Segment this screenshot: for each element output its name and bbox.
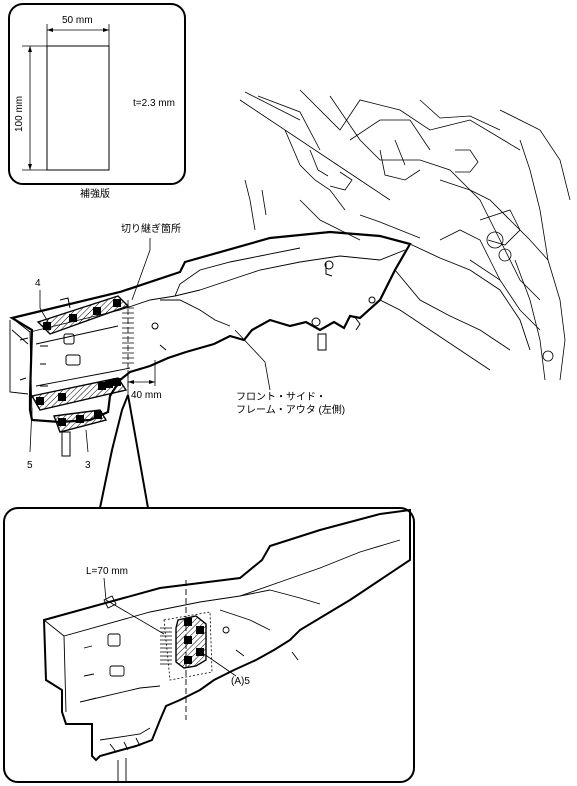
weld-spots: [36, 299, 121, 426]
engine-bay-background: [239, 89, 571, 381]
callout-5: 5: [27, 460, 33, 471]
part-name-line2: フレーム・アウタ (左側): [236, 405, 346, 416]
cut-location-label: 切り継ぎ箇所: [121, 224, 181, 235]
plate-thickness-label: t=2.3 mm: [133, 98, 175, 109]
magnify-connector: [99, 394, 149, 509]
plate-width-label: 50 mm: [62, 15, 93, 26]
plate-height-label: 100 mm: [14, 95, 25, 132]
plate-detail-box: [8, 3, 186, 185]
front-side-frame-outer: [9, 230, 531, 457]
part-name-line1: フロント・サイド・: [236, 392, 326, 403]
inset-box: [3, 507, 415, 783]
distance-40mm-label: 40 mm: [131, 390, 162, 401]
leader-lines: [29, 238, 271, 453]
inset-weld-spots: [184, 618, 204, 664]
inset-leaders: [103, 577, 237, 677]
inset-weld-ref-label: (A)5: [231, 676, 250, 687]
plate-caption: 補強版: [80, 189, 110, 200]
inset-length-label: L=70 mm: [86, 566, 128, 577]
callout-3: 3: [85, 460, 91, 471]
callout-4: 4: [35, 278, 41, 289]
